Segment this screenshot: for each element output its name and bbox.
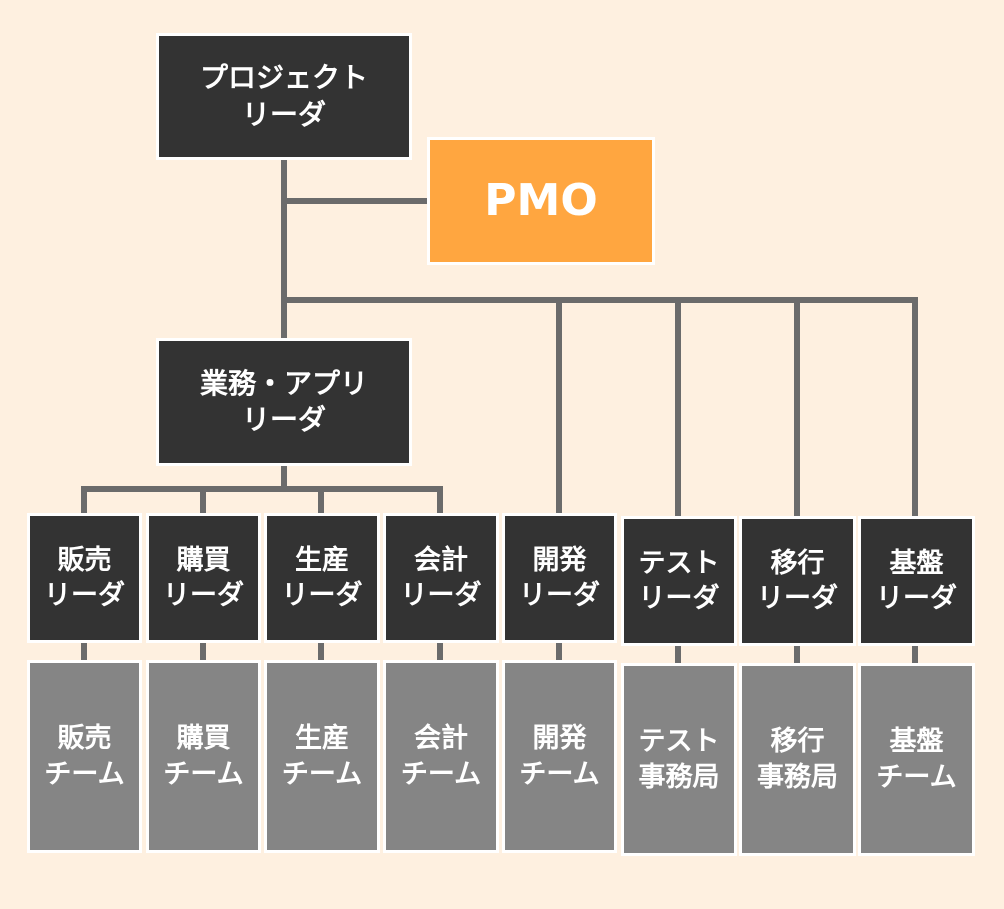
leader-line1: テスト bbox=[638, 547, 720, 579]
leader-line2: リーダ bbox=[400, 580, 482, 611]
pmo-box: PMO bbox=[427, 137, 655, 265]
connector-pl-trunk bbox=[281, 158, 287, 340]
team-line1: 移行 bbox=[770, 726, 825, 758]
team-line2: チーム bbox=[400, 758, 482, 790]
connector-drop-dev bbox=[556, 300, 562, 516]
connector-biz-branch bbox=[81, 486, 443, 492]
team-box-production: 生産 チーム bbox=[264, 660, 380, 853]
connector-team-production bbox=[318, 640, 324, 662]
connector-top-branch bbox=[284, 297, 918, 303]
biz-app-leader-line2: リーダ bbox=[241, 403, 326, 436]
leader-line1: 基盤 bbox=[889, 547, 944, 579]
connector-drop-purchase bbox=[200, 486, 206, 516]
leader-box-test: テスト リーダ bbox=[621, 516, 737, 646]
team-line1: 基盤 bbox=[889, 726, 944, 758]
team-box-dev: 開発 チーム bbox=[502, 660, 617, 853]
leader-line2: リーダ bbox=[876, 583, 957, 614]
connector-drop-accounting bbox=[437, 486, 443, 516]
leader-line1: 販売 bbox=[57, 544, 112, 576]
connector-biz-trunk bbox=[281, 464, 287, 490]
leader-line2: リーダ bbox=[163, 580, 244, 611]
connector-team-sales bbox=[81, 640, 87, 662]
team-box-accounting: 会計 チーム bbox=[383, 660, 499, 853]
leader-line2: リーダ bbox=[638, 583, 720, 614]
connector-pmo bbox=[284, 198, 430, 204]
connector-drop-migration bbox=[794, 300, 800, 518]
team-box-purchase: 購買 チーム bbox=[146, 660, 261, 853]
team-line1: 販売 bbox=[57, 723, 112, 755]
team-line1: 生産 bbox=[295, 723, 349, 755]
connector-team-accounting bbox=[437, 640, 443, 662]
team-line1: テスト bbox=[638, 726, 720, 758]
leader-box-infra: 基盤 リーダ bbox=[858, 516, 975, 646]
team-line2: 事務局 bbox=[757, 761, 838, 793]
leader-box-accounting: 会計 リーダ bbox=[383, 513, 499, 643]
leader-line2: リーダ bbox=[44, 580, 125, 611]
biz-app-leader-line1: 業務・アプリ bbox=[199, 366, 368, 400]
leader-line1: 購買 bbox=[176, 544, 231, 576]
team-line2: チーム bbox=[876, 761, 957, 793]
team-box-sales: 販売 チーム bbox=[27, 660, 142, 853]
team-line1: 購買 bbox=[176, 723, 231, 755]
team-line2: チーム bbox=[519, 758, 600, 790]
team-line1: 会計 bbox=[414, 723, 468, 755]
team-line2: チーム bbox=[44, 758, 125, 790]
leader-box-sales: 販売 リーダ bbox=[27, 513, 142, 643]
team-line2: 事務局 bbox=[638, 761, 720, 793]
team-box-infra: 基盤 チーム bbox=[858, 663, 975, 856]
biz-app-leader-box: 業務・アプリ リーダ bbox=[156, 338, 412, 466]
connector-team-infra bbox=[912, 643, 918, 665]
team-line2: チーム bbox=[281, 758, 363, 790]
leader-box-migration: 移行 リーダ bbox=[739, 516, 856, 646]
team-line1: 開発 bbox=[532, 723, 587, 755]
leader-box-purchase: 購買 リーダ bbox=[146, 513, 261, 643]
leader-line2: リーダ bbox=[519, 580, 600, 611]
leader-line2: リーダ bbox=[757, 583, 838, 614]
connector-team-migration bbox=[794, 643, 800, 665]
leader-box-production: 生産 リーダ bbox=[264, 513, 380, 643]
connector-drop-infra bbox=[912, 300, 918, 518]
connector-team-dev bbox=[556, 640, 562, 662]
leader-line1: 会計 bbox=[414, 544, 468, 576]
leader-line1: 移行 bbox=[770, 547, 825, 579]
connector-drop-production bbox=[318, 486, 324, 516]
connector-team-purchase bbox=[200, 640, 206, 662]
connector-drop-test bbox=[675, 300, 681, 518]
project-leader-line2: リーダ bbox=[241, 97, 326, 131]
connector-team-test bbox=[675, 643, 681, 665]
project-leader-box: プロジェクト リーダ bbox=[156, 33, 412, 160]
leader-box-dev: 開発 リーダ bbox=[502, 513, 617, 643]
team-line2: チーム bbox=[163, 758, 244, 790]
connector-drop-sales bbox=[81, 486, 87, 516]
leader-line1: 生産 bbox=[295, 544, 349, 576]
project-leader-line1: プロジェクト bbox=[199, 61, 368, 95]
team-box-test: テスト 事務局 bbox=[621, 663, 737, 856]
leader-line2: リーダ bbox=[281, 580, 363, 611]
team-box-migration: 移行 事務局 bbox=[739, 663, 856, 856]
leader-line1: 開発 bbox=[532, 544, 587, 576]
pmo-label: PMO bbox=[484, 175, 598, 227]
